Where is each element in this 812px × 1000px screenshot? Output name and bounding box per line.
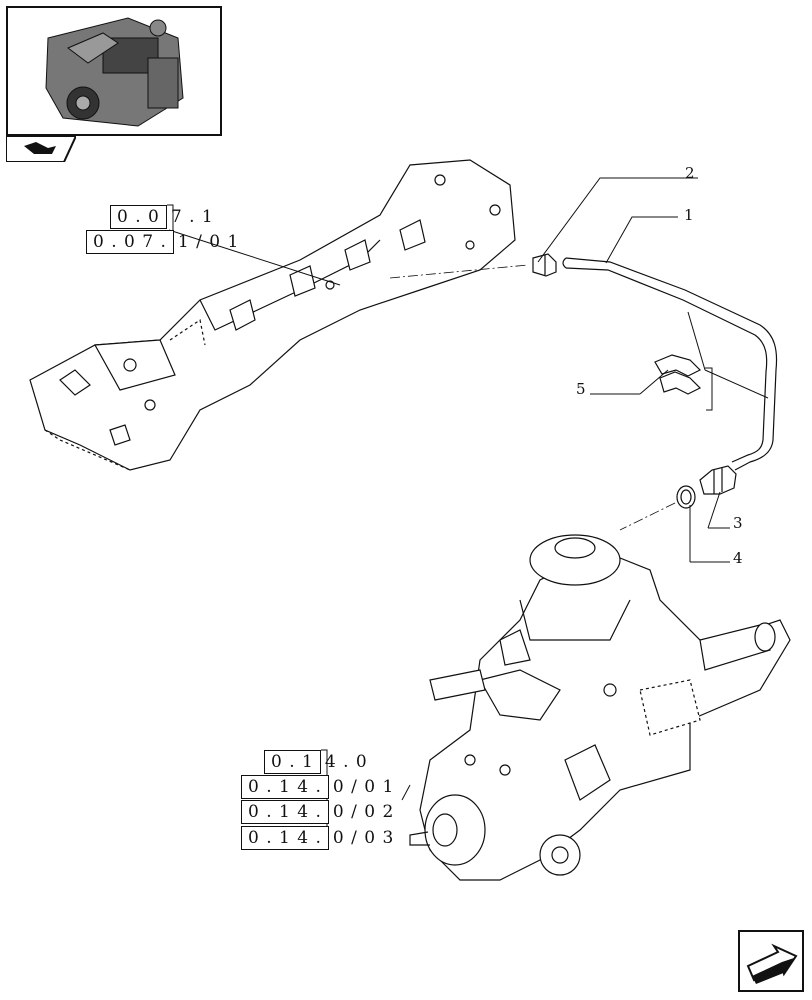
section-tab[interactable] xyxy=(5,135,78,163)
ref-boxed: 0 . 0 7 . xyxy=(86,230,174,254)
engine-thumbnail xyxy=(6,6,222,136)
callout-1: 1 xyxy=(684,206,694,224)
leak-off-pipe-1 xyxy=(562,257,778,471)
injection-pump xyxy=(409,534,791,881)
ref-rest: 4 . 0 xyxy=(324,752,368,772)
ref-bottom-3[interactable]: 0 . 1 4 . 0 / 0 2 xyxy=(241,800,394,824)
washer-4 xyxy=(676,485,696,509)
next-page-arrow-icon xyxy=(738,930,804,992)
ref-bottom-4[interactable]: 0 . 1 4 . 0 / 0 3 xyxy=(241,826,394,850)
ref-rest: 1 / 0 1 xyxy=(177,232,240,252)
callout-5: 5 xyxy=(576,380,586,398)
ref-bottom-1[interactable]: 0 . 1 4 . 0 xyxy=(264,750,368,774)
rocker-cover xyxy=(29,159,516,471)
ref-boxed: 0 . 1 4 . xyxy=(241,800,329,824)
callout-2: 2 xyxy=(685,164,695,182)
ref-boxed: 0 . 1 4 . xyxy=(241,826,329,850)
next-page-button[interactable] xyxy=(738,930,804,992)
union-3 xyxy=(699,465,737,495)
ref-bottom-2[interactable]: 0 . 1 4 . 0 / 0 1 xyxy=(241,775,394,799)
ref-boxed: 0 . 1 4 . xyxy=(241,775,329,799)
ref-boxed: 0 . 1 xyxy=(264,750,321,774)
ref-rest: 0 / 0 1 xyxy=(332,777,395,797)
callout-4: 4 xyxy=(733,549,743,567)
engine-thumbnail-icon xyxy=(45,17,184,127)
callout-3: 3 xyxy=(733,514,743,532)
ref-rest: 0 / 0 3 xyxy=(332,828,395,848)
ref-rest: 0 / 0 2 xyxy=(332,802,395,822)
leader-lines xyxy=(167,177,769,848)
ref-top-2[interactable]: 0 . 0 7 . 1 / 0 1 xyxy=(86,230,239,254)
ref-top-1[interactable]: 0 . 0 7 . 1 xyxy=(110,205,214,229)
clamp-5 xyxy=(654,354,702,395)
ref-rest: 7 . 1 xyxy=(170,207,214,227)
ref-boxed: 0 . 0 xyxy=(110,205,167,229)
fitting-2 xyxy=(532,253,557,277)
